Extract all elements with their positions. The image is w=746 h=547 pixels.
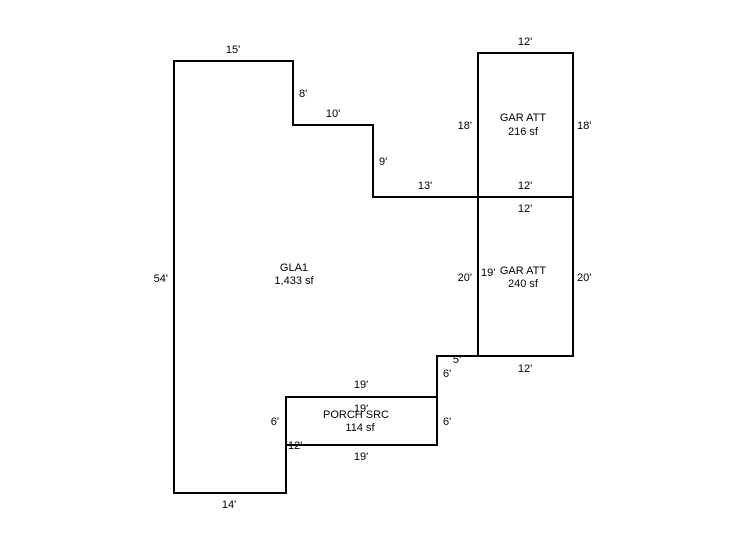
gar-att-top-name: GAR ATT	[500, 112, 547, 124]
gar-att-top-size: 216 sf	[508, 126, 539, 138]
dim-gar-bottom-left: 19'	[481, 267, 495, 279]
dim-gar-top-left: 18'	[458, 120, 472, 132]
dim-gla1-left: 54'	[154, 273, 168, 285]
porch-size: 114 sf	[345, 422, 375, 434]
garage-bottom-outline	[477, 196, 574, 357]
dim-gla1-step2-vertical: 9'	[379, 156, 387, 168]
dim-gla1-bottom: 14'	[222, 499, 236, 511]
dim-gla1-step1-horizontal: 10'	[326, 108, 340, 120]
dim-gla1-garage-side: 20'	[458, 272, 472, 284]
gar-att-bottom-name: GAR ATT	[500, 265, 547, 277]
gla1-name: GLA1	[280, 262, 308, 274]
dim-gla1-notch-vertical: 6'	[443, 368, 451, 380]
dim-gar-top-bottom: 12'	[518, 180, 532, 192]
dim-porch-right: 6'	[443, 416, 451, 428]
dim-porch-left: 12'	[288, 440, 302, 452]
dim-gla1-top: 15'	[226, 44, 240, 56]
dim-gar-bottom-top: 12'	[518, 203, 532, 215]
dim-porch-bottom: 19'	[354, 451, 368, 463]
dim-gla1-porch-left: 6'	[271, 416, 279, 428]
dim-gar-top-top: 12'	[518, 36, 532, 48]
porch-outline	[285, 396, 438, 446]
dim-gar-bottom-right: 20'	[577, 272, 591, 284]
dim-gla1-notch-horizontal: 5'	[453, 354, 461, 366]
porch-name: PORCH SRC	[323, 409, 389, 421]
dim-gla1-porch-top: 19'	[354, 379, 368, 391]
gar-att-bottom-size: 240 sf	[508, 278, 539, 290]
dim-porch-top: 19'	[354, 403, 368, 415]
gla1-size: 1,433 sf	[274, 275, 314, 287]
dim-gla1-step2-horizontal: 13'	[418, 180, 432, 192]
gla1-outline	[173, 60, 479, 494]
dim-gla1-step1-vertical: 8'	[299, 88, 307, 100]
dim-gar-top-right: 18'	[577, 120, 591, 132]
dim-gar-bottom-bottom: 12'	[518, 363, 532, 375]
garage-top-outline	[477, 52, 574, 198]
